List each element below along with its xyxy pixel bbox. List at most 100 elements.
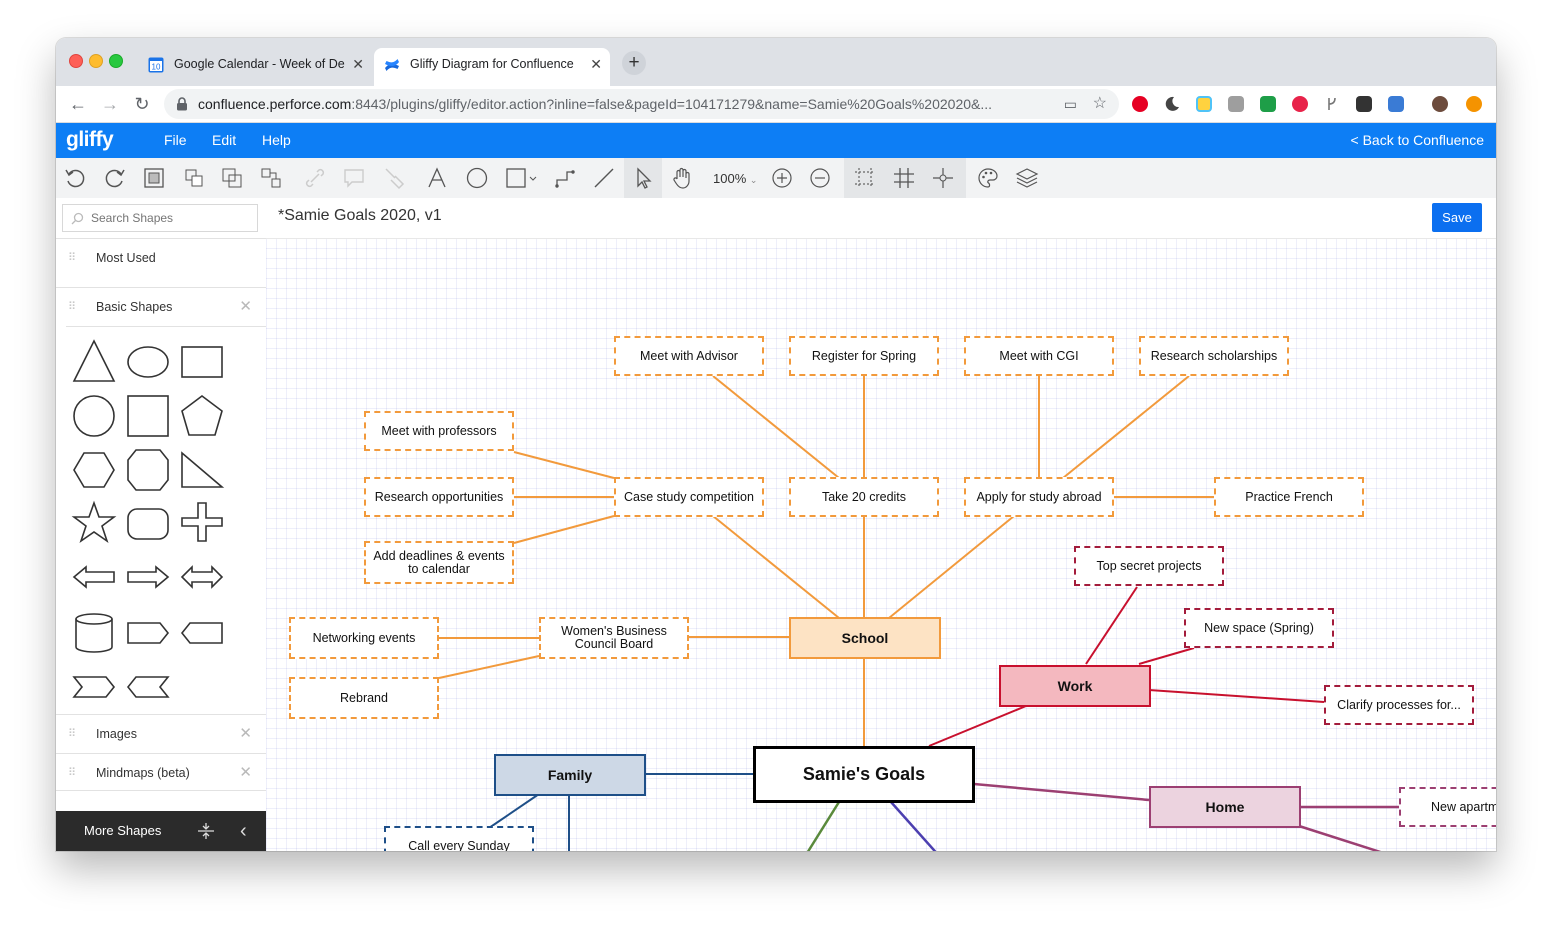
plus-extension-icon[interactable] [1260,96,1276,112]
undo-icon[interactable] [63,166,87,190]
send-to-back-icon[interactable] [182,166,206,190]
reload-icon[interactable]: ↻ [134,94,150,114]
chevron-left-icon[interactable]: ‹ [240,820,247,842]
zoom-out-icon[interactable] [808,166,832,190]
document-title[interactable]: *Samie Goals 2020, v1 [278,207,442,224]
node-networking-events[interactable]: Networking events [289,617,439,659]
hand-tool-icon[interactable] [670,166,694,190]
cast-icon[interactable]: ▭ [1063,96,1077,112]
dark-mode-icon[interactable] [1164,96,1180,112]
notes-extension-icon[interactable] [1196,96,1212,112]
node-research-scholarships[interactable]: Research scholarships [1139,336,1289,376]
section-most-used[interactable]: ⠿ Most Used [56,238,266,276]
group-icon[interactable] [220,166,244,190]
menu-edit[interactable]: Edit [212,132,237,148]
node-meet-with-professors[interactable]: Meet with professors [364,411,514,451]
back-arrow-icon[interactable]: ← [69,94,87,114]
avatar[interactable] [1432,96,1448,112]
node-research-opportunities[interactable]: Research opportunities [364,477,514,517]
tab-title: Gliffy Diagram for Confluence [410,57,574,71]
node-womens-business-council-board[interactable]: Women's Business Council Board [539,617,689,659]
snap-icon[interactable] [931,166,955,190]
node-new-apartment[interactable]: New apartm [1399,787,1496,827]
minimize-window-button[interactable] [89,54,103,68]
node-top-secret-projects[interactable]: Top secret projects [1074,546,1224,586]
close-icon[interactable]: ✕ [239,764,252,781]
pointer-tool-icon[interactable] [631,166,655,190]
node-school[interactable]: School [789,617,941,659]
connector-line [513,515,615,544]
text-tool-icon[interactable] [425,166,449,190]
line-tool-icon[interactable] [592,166,616,190]
drag-handle-icon[interactable]: ⠿ [68,301,76,313]
menu-help[interactable]: Help [262,132,291,148]
search-shapes-input[interactable] [91,211,241,225]
section-mindmaps[interactable]: ⠿ Mindmaps (beta) ✕ [56,753,266,791]
tab-google-calendar[interactable]: 10 Google Calendar - Week of De ✕ [138,48,372,86]
close-icon[interactable]: ✕ [239,298,252,315]
menu-file[interactable]: File [164,132,187,148]
node-meet-with-advisor[interactable]: Meet with Advisor [614,336,764,376]
connector-line [1138,647,1195,665]
new-tab-button[interactable]: + [622,51,646,75]
theme-palette-icon[interactable] [976,166,1000,190]
node-case-study-competition[interactable]: Case study competition [614,477,764,517]
bookmark-star-icon[interactable]: ☆ [1092,95,1107,112]
extension-r-icon[interactable] [1228,96,1244,112]
browser-window: 10 Google Calendar - Week of De ✕ Gliffy… [56,38,1496,851]
pinterest-icon[interactable] [1132,96,1148,112]
diagram-canvas[interactable]: *Samie Goals 2020, v1 Save [266,198,1496,851]
url-input[interactable]: confluence.perforce.com:8443/plugins/gli… [164,89,1119,119]
grid-icon[interactable] [892,166,916,190]
bring-to-front-icon[interactable] [142,166,166,190]
node-home[interactable]: Home [1149,786,1301,828]
node-register-for-spring[interactable]: Register for Spring [789,336,939,376]
node-rebrand[interactable]: Rebrand [289,677,439,719]
dev-tools-icon[interactable] [1388,96,1404,112]
update-icon[interactable] [1466,96,1482,112]
node-practice-french[interactable]: Practice French [1214,477,1364,517]
search-shapes-box[interactable] [62,204,258,232]
node-samies-goals[interactable]: Samie's Goals [753,746,975,803]
link-icon[interactable] [303,166,327,190]
node-family[interactable]: Family [494,754,646,796]
close-tab-icon[interactable]: ✕ [352,56,364,72]
comment-icon[interactable] [342,166,366,190]
close-window-button[interactable] [69,54,83,68]
zoom-select[interactable]: 100% ⌄ [713,171,758,186]
close-icon[interactable]: ✕ [239,725,252,742]
node-work[interactable]: Work [999,665,1151,707]
extension-bulb-icon[interactable] [1356,96,1372,112]
zoom-in-icon[interactable] [770,166,794,190]
node-meet-with-cgi[interactable]: Meet with CGI [964,336,1114,376]
drag-handle-icon[interactable]: ⠿ [68,767,76,779]
ellipse-tool-icon[interactable] [465,166,489,190]
node-clarify-processes[interactable]: Clarify processes for... [1324,685,1474,725]
node-add-deadlines[interactable]: Add deadlines & events to calendar [364,541,514,584]
save-button[interactable]: Save [1432,203,1482,232]
connector-tool-icon[interactable] [553,166,577,190]
extension-red-icon[interactable] [1292,96,1308,112]
drag-handle-icon[interactable]: ⠿ [68,252,76,264]
zoom-window-button[interactable] [109,54,123,68]
rectangle-tool-icon[interactable] [505,166,539,190]
more-shapes-button[interactable]: More Shapes ‹ [56,811,266,851]
tab-gliffy-diagram[interactable]: Gliffy Diagram for Confluence ✕ [374,48,610,86]
node-take-20-credits[interactable]: Take 20 credits [789,477,939,517]
forward-arrow-icon[interactable]: → [101,94,119,114]
redo-icon[interactable] [103,166,127,190]
section-images[interactable]: ⠿ Images ✕ [56,714,266,752]
section-basic-shapes[interactable]: ⠿ Basic Shapes ✕ [56,287,266,325]
collapse-icon[interactable] [196,821,216,841]
branch-icon[interactable] [1324,96,1340,112]
page-bounds-icon[interactable] [853,166,877,190]
back-to-confluence-link[interactable]: < Back to Confluence [1350,132,1484,148]
close-tab-icon[interactable]: ✕ [590,56,602,72]
ungroup-icon[interactable] [259,166,283,190]
layers-icon[interactable] [1015,166,1039,190]
node-new-space-spring[interactable]: New space (Spring) [1184,608,1334,648]
drag-handle-icon[interactable]: ⠿ [68,728,76,740]
node-apply-for-study-abroad[interactable]: Apply for study abroad [964,477,1114,517]
format-painter-icon[interactable] [381,166,405,190]
node-call-every-sunday[interactable]: Call every Sunday [384,826,534,851]
